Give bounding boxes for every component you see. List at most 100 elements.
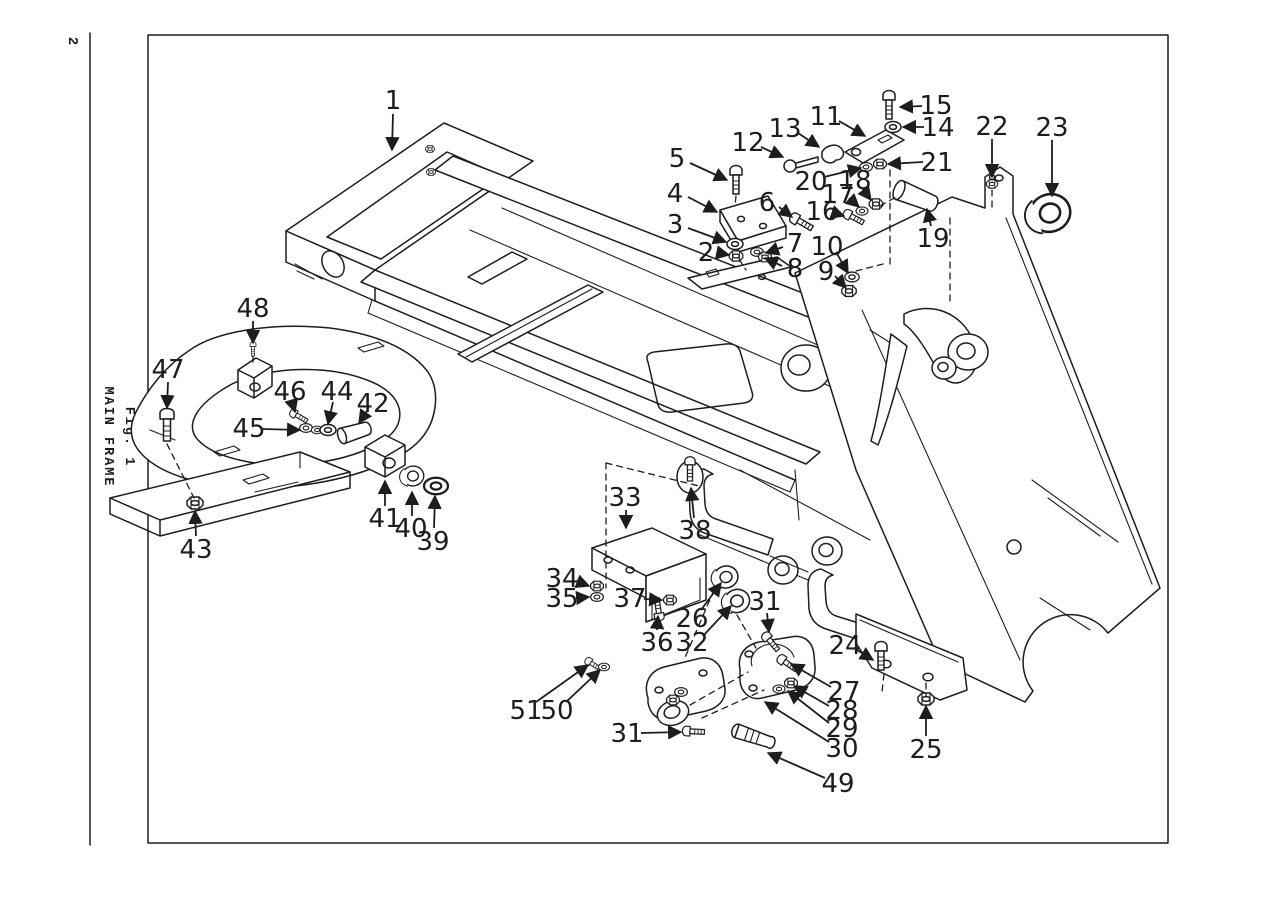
callout-number-14: 14 xyxy=(921,113,954,143)
callout-number-9: 9 xyxy=(818,257,835,287)
callout-leader-30 xyxy=(763,701,830,743)
callout-number-19: 19 xyxy=(916,224,949,254)
callout-number-34: 34 xyxy=(545,564,578,594)
callout-leader-13 xyxy=(797,132,821,148)
callout-leader-31 xyxy=(640,725,683,740)
callout-leader-2 xyxy=(714,245,731,260)
callout-number-17: 17 xyxy=(821,180,854,210)
callout-number-37: 37 xyxy=(613,584,646,614)
callout-number-30: 30 xyxy=(825,734,858,764)
pivot-block xyxy=(364,434,406,478)
callout-leader-50 xyxy=(565,669,602,703)
callout-leader-9 xyxy=(831,273,847,290)
callout-leader-29 xyxy=(786,690,830,724)
link-plate-11 xyxy=(844,129,905,164)
callout-leader-37 xyxy=(643,592,664,607)
callout-leader-5 xyxy=(689,162,729,182)
callout-leader-47 xyxy=(160,381,175,410)
callout-number-7: 7 xyxy=(787,229,804,259)
callout-leader-45 xyxy=(262,422,302,437)
lock-pin-12 xyxy=(783,156,819,173)
hardware-parts xyxy=(159,89,1077,750)
callout-number-3: 3 xyxy=(667,210,684,240)
callout-number-38: 38 xyxy=(678,516,711,546)
callout-number-21: 21 xyxy=(920,148,953,178)
callout-number-36: 36 xyxy=(640,628,673,658)
callout-number-12: 12 xyxy=(731,128,764,158)
callout-leader-28 xyxy=(792,685,830,707)
callout-number-16: 16 xyxy=(805,197,838,227)
callout-leader-18 xyxy=(857,185,872,202)
callout-number-31: 31 xyxy=(610,719,643,749)
bolt-49 xyxy=(731,723,776,750)
callout-number-27: 27 xyxy=(827,677,860,707)
callout-leader-11 xyxy=(838,120,867,137)
callout-leader-6 xyxy=(777,203,794,218)
callout-leader-39 xyxy=(427,494,442,529)
callout-leader-1 xyxy=(385,113,400,152)
callout-number-24: 24 xyxy=(828,631,861,661)
callout-leader-35 xyxy=(575,590,591,606)
callout-number-5: 5 xyxy=(669,144,686,174)
callout-leader-8 xyxy=(763,257,783,271)
callout-leader-21 xyxy=(886,156,924,171)
bolt-47 xyxy=(159,407,175,442)
callout-leader-20 xyxy=(823,164,863,179)
callout-number-29: 29 xyxy=(825,714,858,744)
callout-number-32: 32 xyxy=(675,628,708,658)
frame-oval-hole xyxy=(321,250,345,278)
callout-number-18: 18 xyxy=(838,166,871,196)
callout-number-6: 6 xyxy=(759,188,776,218)
callout-number-4: 4 xyxy=(667,179,684,209)
callout-leader-42 xyxy=(358,408,373,425)
callout-number-48: 48 xyxy=(236,294,269,324)
callout-leader-34 xyxy=(574,574,591,589)
callout-number-23: 23 xyxy=(1035,113,1068,143)
callout-number-50: 50 xyxy=(540,696,573,726)
callout-leader-46 xyxy=(284,397,299,414)
callout-number-8: 8 xyxy=(787,254,804,284)
foot-plate xyxy=(855,613,968,701)
callout-leader-36 xyxy=(649,614,665,631)
clevis-pin-19 xyxy=(892,179,939,212)
callout-leader-27 xyxy=(789,663,832,688)
callout-number-1: 1 xyxy=(385,86,402,116)
callout-leader-15 xyxy=(898,99,923,114)
callout-number-49: 49 xyxy=(821,769,854,799)
callout-number-22: 22 xyxy=(975,112,1008,142)
callout-leader-43 xyxy=(188,509,203,537)
callout-leader-38 xyxy=(685,486,700,519)
callout-leader-19 xyxy=(922,207,937,227)
callout-number-2: 2 xyxy=(698,238,715,268)
callout-number-33: 33 xyxy=(608,483,641,513)
rear-tower-plate xyxy=(794,166,1161,703)
callout-leader-12 xyxy=(760,145,785,159)
callout-leader-4 xyxy=(687,196,719,213)
callout-number-51: 51 xyxy=(509,696,542,726)
callout-leader-16 xyxy=(829,205,846,219)
callout-leader-26 xyxy=(700,581,722,611)
callout-number-15: 15 xyxy=(919,91,952,121)
callout-number-31: 31 xyxy=(748,587,781,617)
callout-number-46: 46 xyxy=(273,377,306,407)
callout-number-40: 40 xyxy=(394,514,427,544)
callout-leader-32 xyxy=(702,604,732,637)
callout-number-28: 28 xyxy=(825,696,858,726)
callout-number-13: 13 xyxy=(768,114,801,144)
callout-leader-17 xyxy=(844,192,861,208)
callout-leader-51 xyxy=(535,664,590,703)
callout-number-11: 11 xyxy=(809,102,842,132)
callout-number-41: 41 xyxy=(368,504,401,534)
callout-number-35: 35 xyxy=(545,584,578,614)
callout-number-25: 25 xyxy=(909,735,942,765)
callout-leader-44 xyxy=(323,401,338,426)
callout-leader-31 xyxy=(760,612,775,634)
callout-number-45: 45 xyxy=(232,414,265,444)
callout-number-20: 20 xyxy=(794,167,827,197)
callout-number-26: 26 xyxy=(675,604,708,634)
callout-number-47: 47 xyxy=(151,355,184,385)
callout-number-43: 43 xyxy=(179,535,212,565)
callout-leader-3 xyxy=(687,227,728,245)
